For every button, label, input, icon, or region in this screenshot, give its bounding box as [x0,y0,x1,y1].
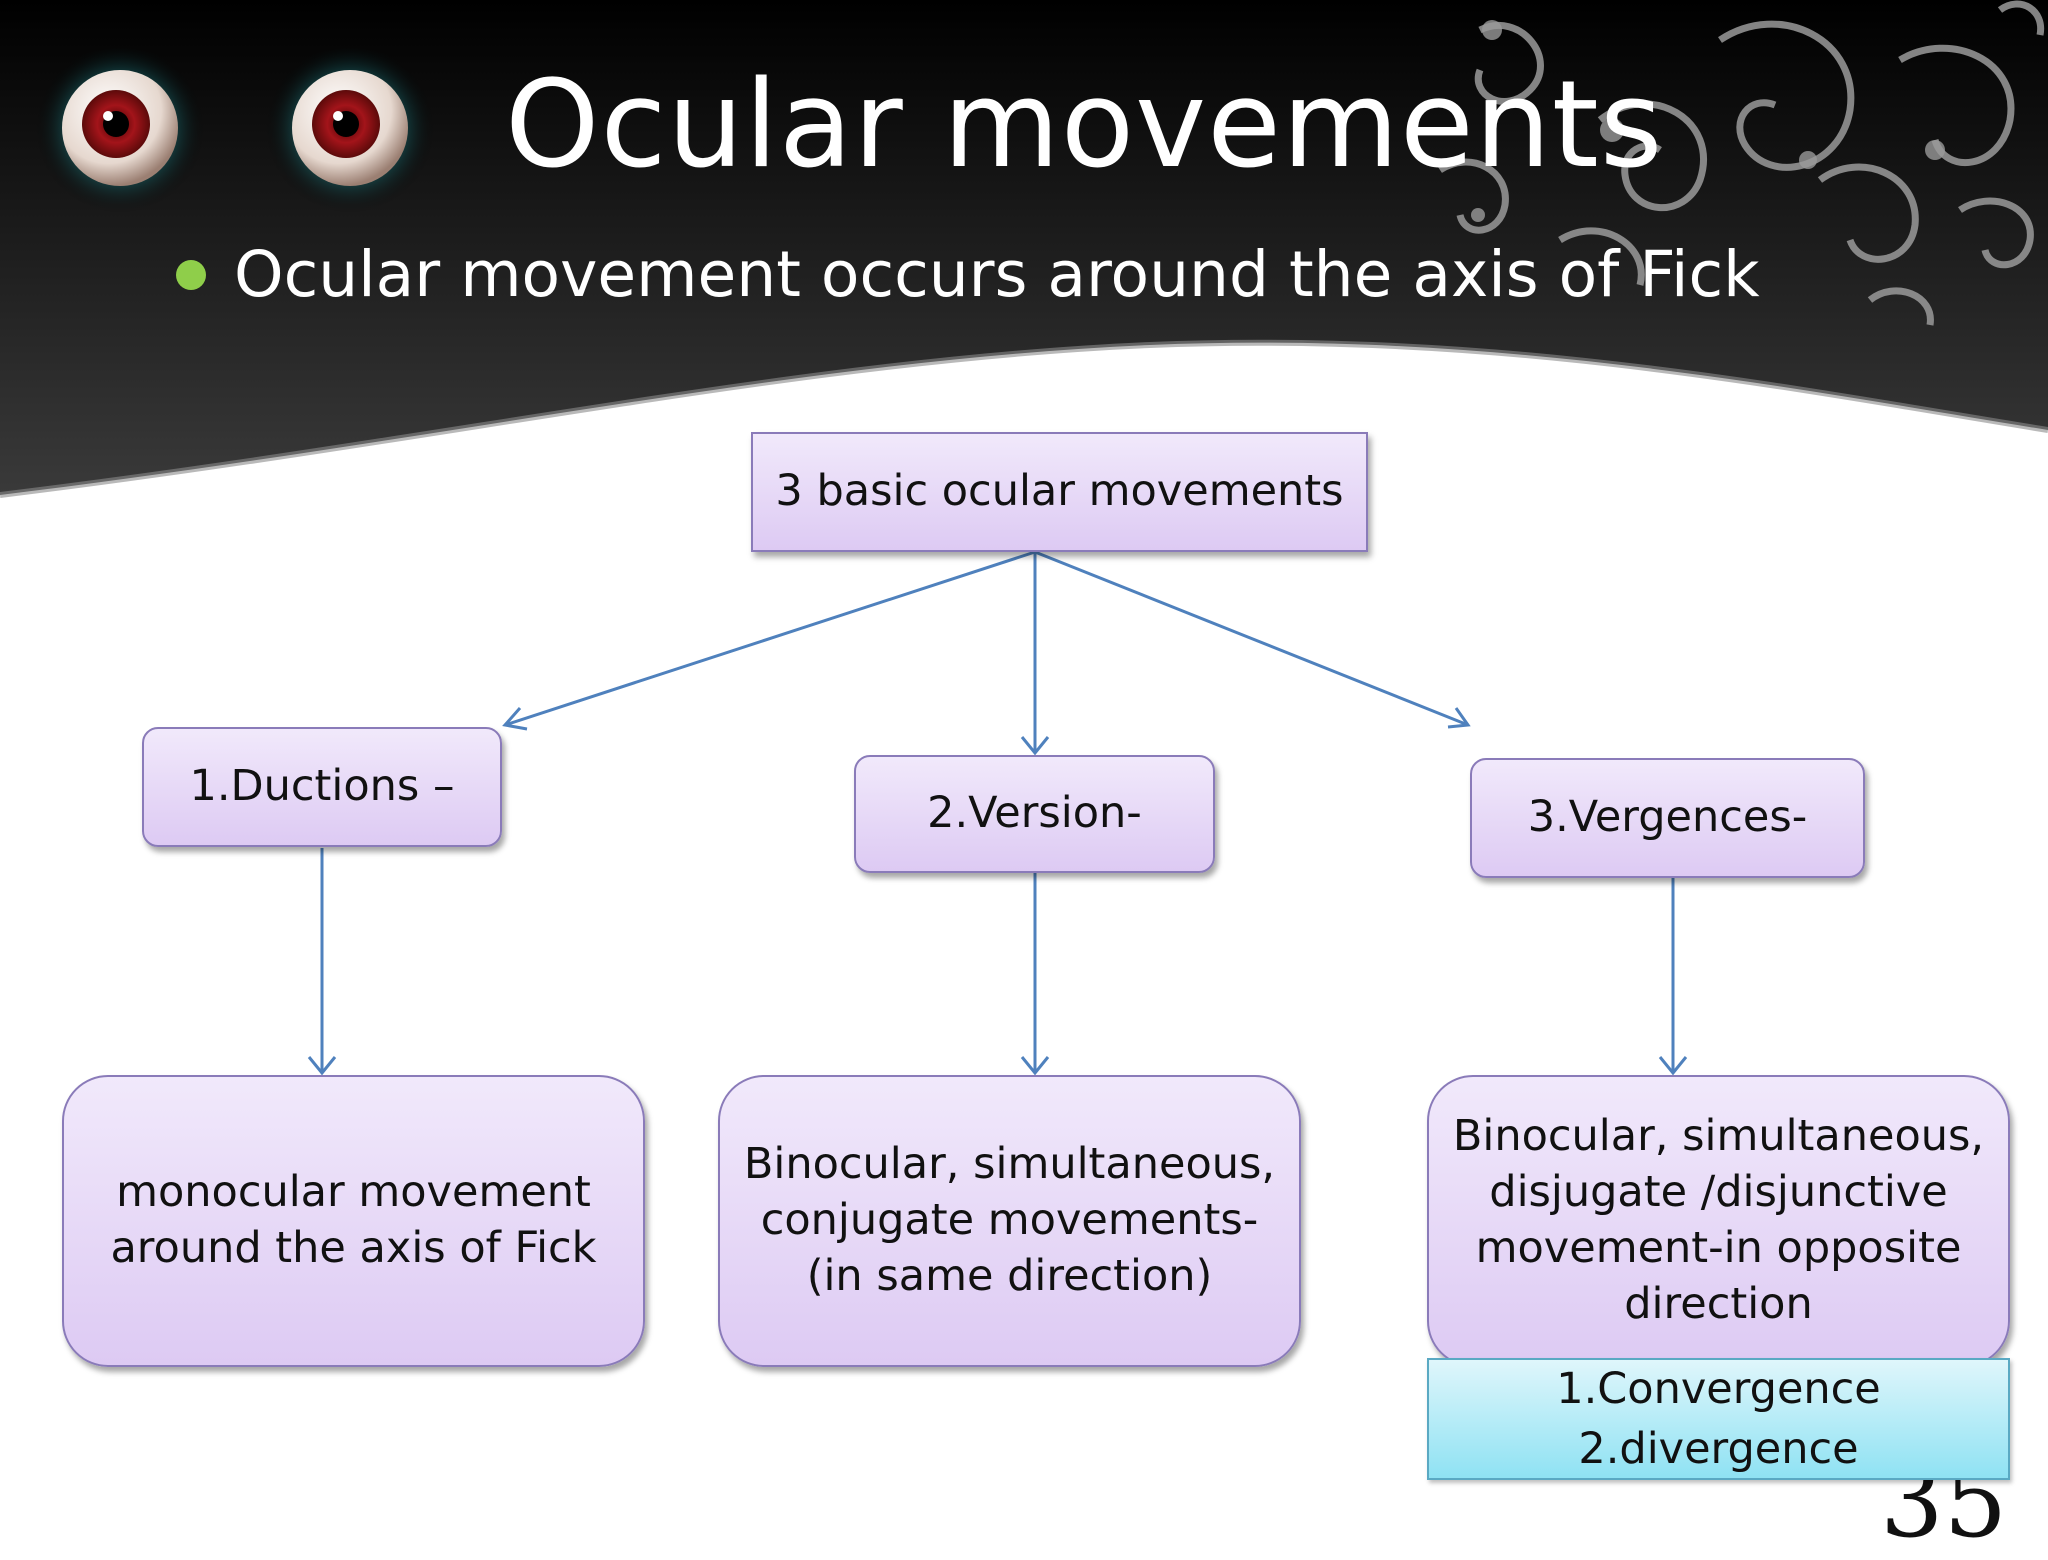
sub-item-convergence: 1.Convergence [1556,1363,1881,1414]
bullet-text: Ocular movement occurs around the axis o… [234,238,1760,311]
branch-ductions: 1.Ductions – [142,727,502,847]
header-wave [0,0,2048,495]
root-node: 3 basic ocular movements [751,432,1368,552]
branch-vergences: 3.Vergences- [1470,758,1865,878]
version-description: Binocular, simultaneous, conjugate movem… [718,1075,1301,1367]
arrow-root-to-vergences [1034,550,1469,727]
bullet-item: Ocular movement occurs around the axis o… [176,243,1760,306]
swirl-ornament-icon [1438,0,2045,326]
arrow-root-to-ductions [504,550,1036,727]
branch-version: 2.Version- [854,755,1215,873]
ductions-description: monocular movement around the axis of Fi… [62,1075,645,1367]
eyeball-icon [35,43,205,213]
eyeball-icon [265,43,435,213]
vergences-description: Binocular, simultaneous, disjugate /disj… [1427,1075,2010,1367]
sub-item-divergence: 2.divergence [1578,1424,1859,1474]
slide-title: Ocular movements [505,56,1664,195]
bullet-dot-icon [176,259,206,290]
vergence-types: 1.Convergence 2.divergence [1427,1358,2010,1480]
